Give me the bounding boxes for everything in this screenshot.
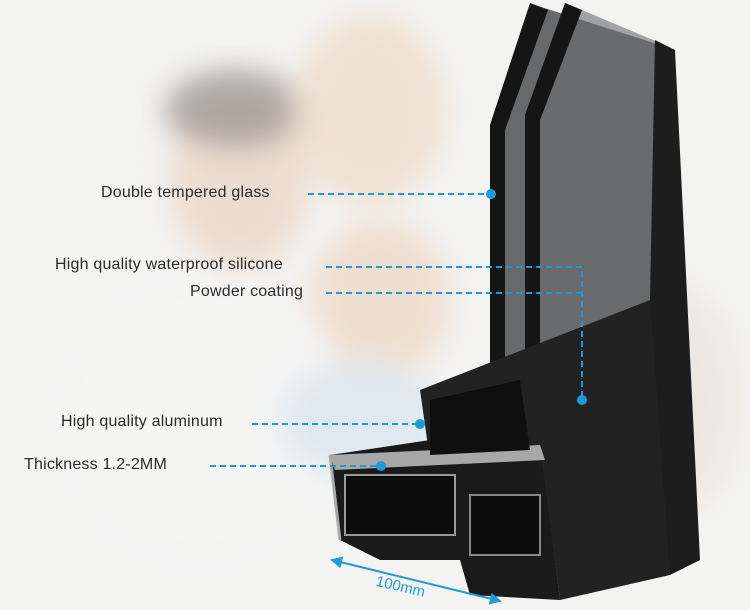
label-thickness: Thickness 1.2-2MM <box>24 456 167 473</box>
label-waterproof-silicone: High quality waterproof silicone <box>55 256 283 273</box>
callout-dots <box>376 189 587 471</box>
label-high-quality-aluminum: High quality aluminum <box>61 413 223 430</box>
label-double-tempered-glass: Double tempered glass <box>101 184 270 201</box>
callout-lines <box>210 193 583 467</box>
label-powder-coating: Powder coating <box>190 283 304 300</box>
dimension-arrow <box>330 556 502 605</box>
double-glass <box>490 3 665 410</box>
